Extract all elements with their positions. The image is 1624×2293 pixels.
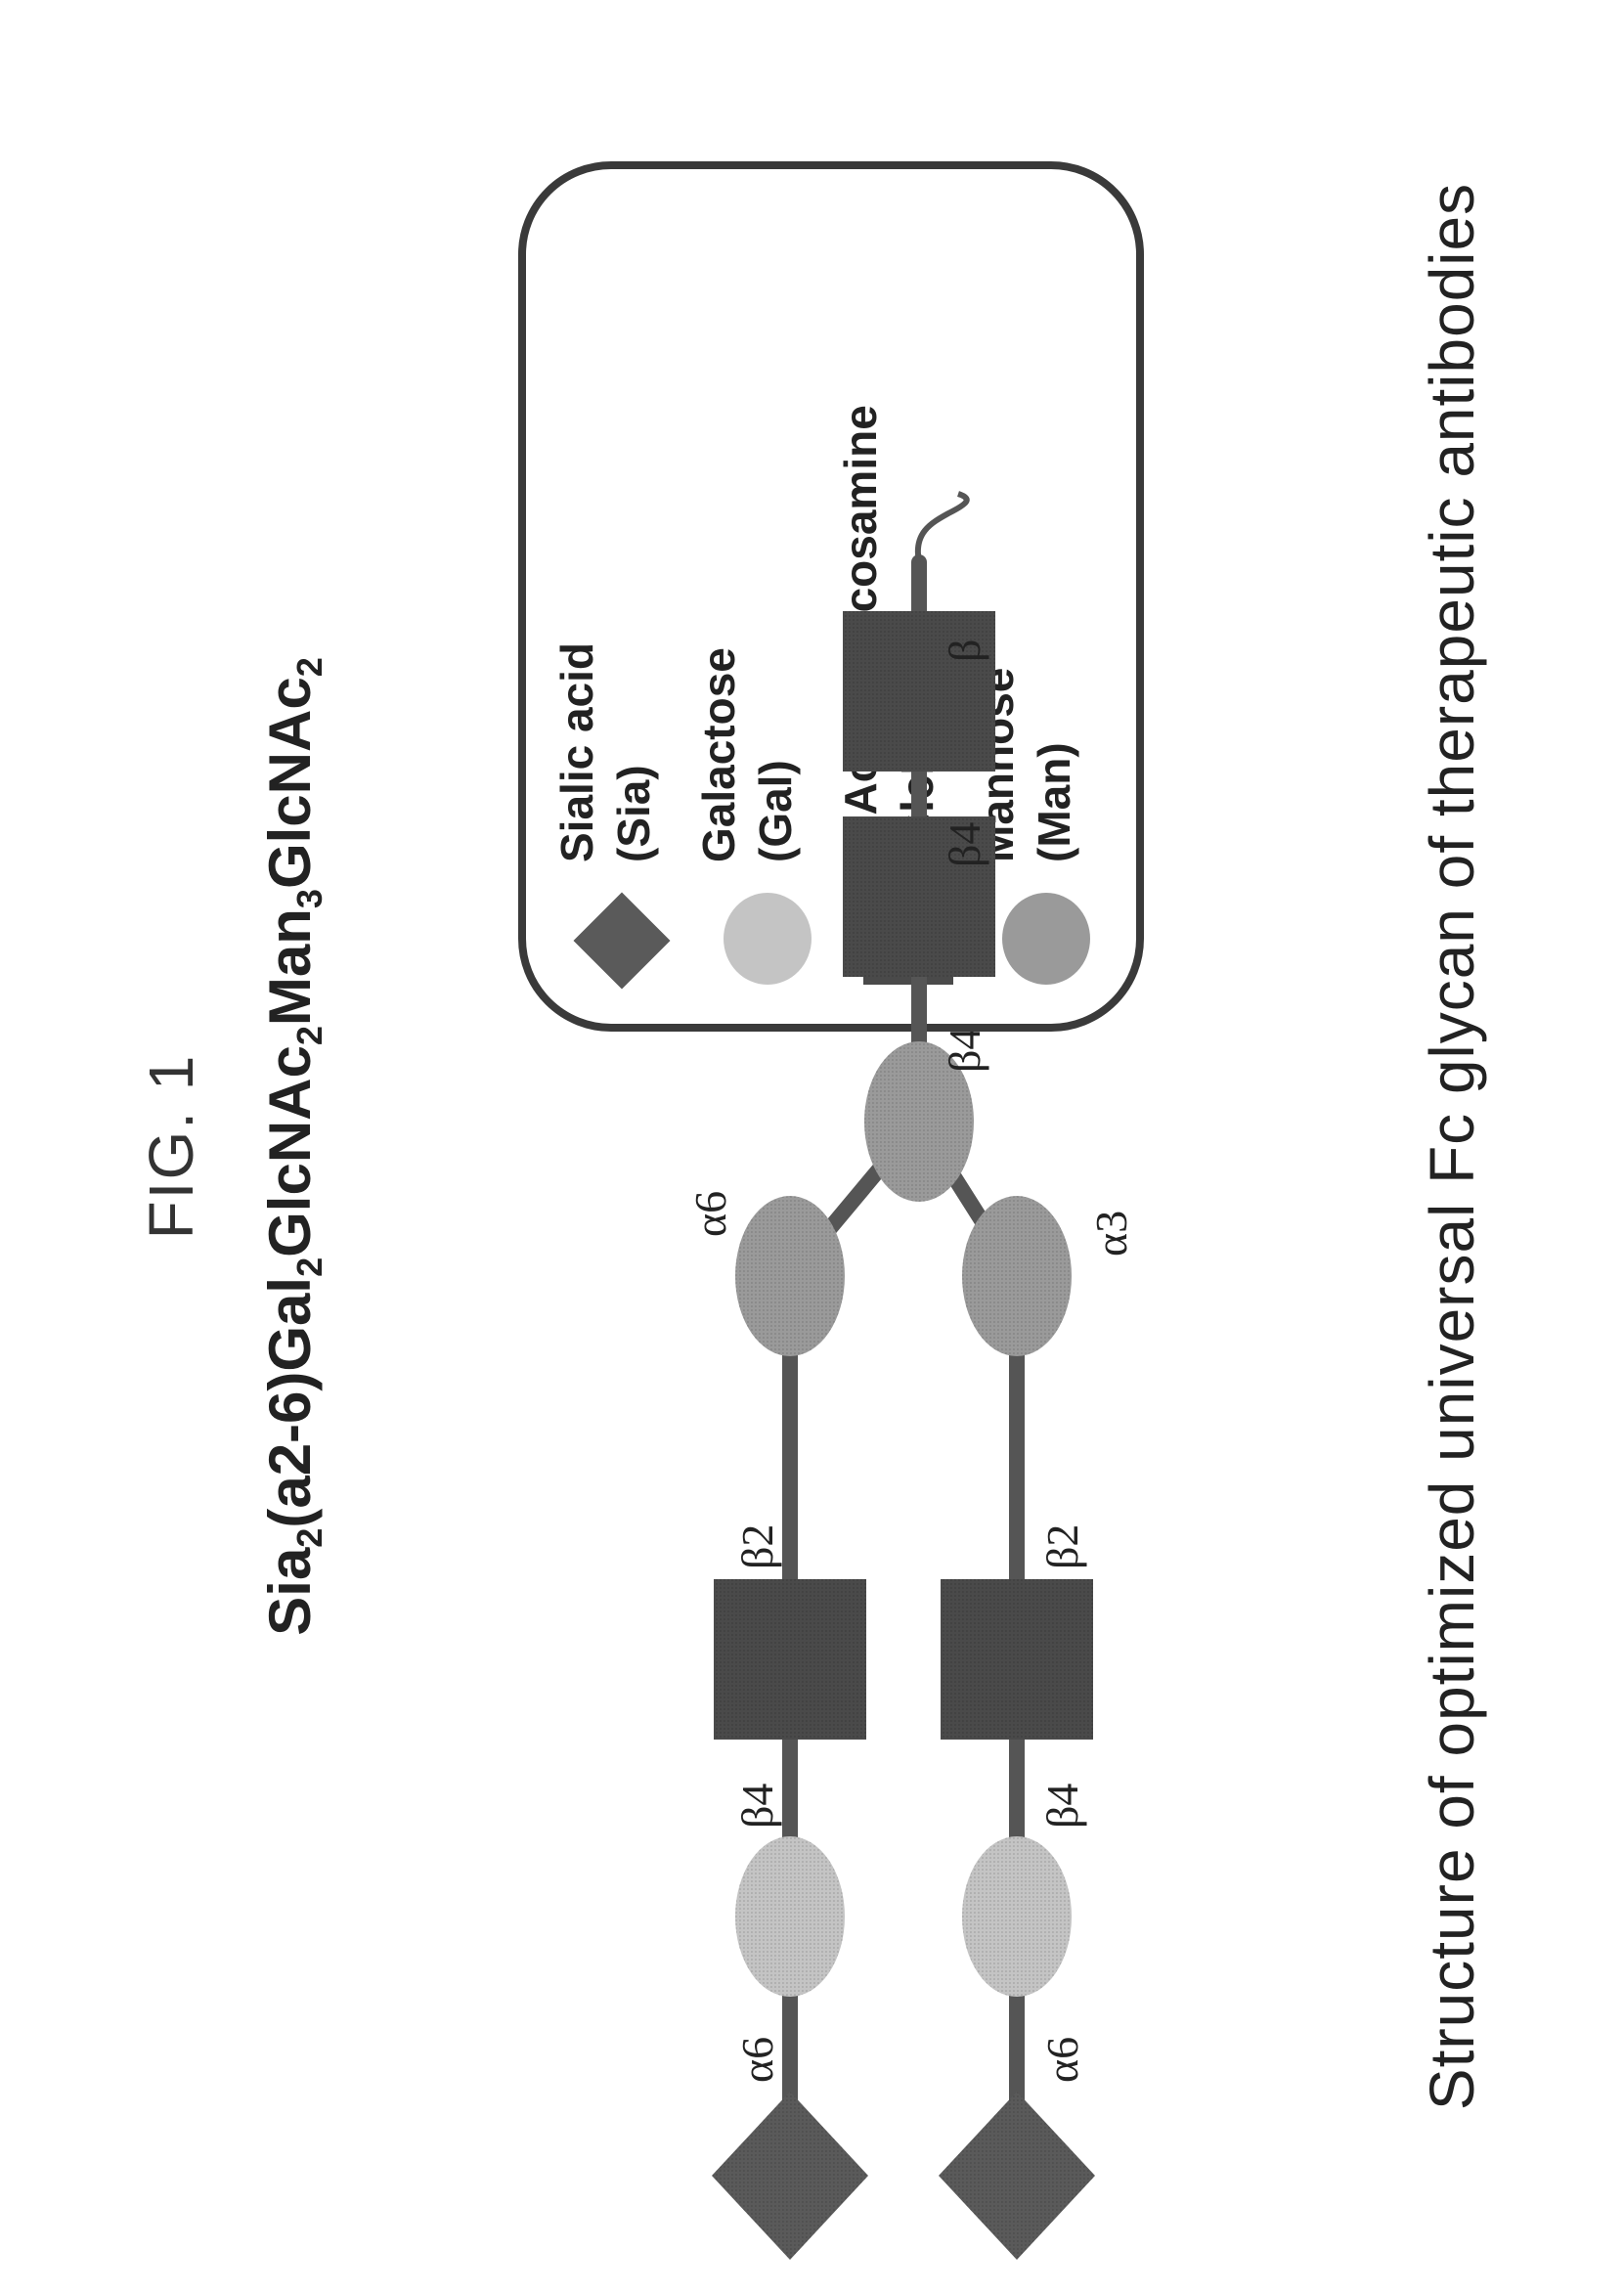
glycan-core-chain: β4 β (843, 491, 995, 1032)
linkage-label: α6 (732, 2037, 782, 2083)
galactose-residue-texture (735, 1836, 845, 1997)
legend-abbreviation: (Sia) (608, 765, 659, 862)
mannose-residue-texture (864, 1041, 974, 1202)
glcnac-residue-texture (714, 1579, 866, 1740)
linkage-label: β2 (1037, 1524, 1087, 1569)
legend-name: Sialic acid (551, 641, 602, 862)
linkage-label: β4 (940, 822, 989, 867)
formula-text: GlcNAc (257, 677, 323, 890)
linkage-label: β2 (732, 1524, 782, 1569)
sialic-acid-residue-texture (712, 2092, 868, 2260)
sialic-acid-residue-texture (939, 2092, 1095, 2260)
mannose-residue-texture (735, 1196, 845, 1356)
figure-caption: Structure of optimized universal Fc glyc… (1417, 182, 1487, 2111)
linkage-label: α6 (1037, 2037, 1087, 2083)
formula-text: Man (257, 908, 323, 1027)
protein-attachment-tail (914, 491, 970, 563)
linkage-label: α6 (685, 1191, 735, 1237)
linkage-label: β4 (732, 1784, 782, 1829)
galactose-residue-texture (962, 1836, 1072, 1997)
mannose-residue-texture (962, 1196, 1072, 1356)
legend-label: Sialic acid(Sia) (549, 642, 662, 862)
formula-subscript: 2 (289, 657, 329, 678)
linkage-label: α3 (1086, 1211, 1136, 1257)
legend-symbol-diamond (573, 892, 671, 990)
linkage-label: β4 (940, 1032, 989, 1073)
glycan-structure-diagram: α6 β4 β2 α6 α6 β4 β2 α3 β4 (685, 1032, 1136, 2260)
linkage-label: β4 (1037, 1784, 1087, 1829)
glcnac-residue-texture (843, 611, 995, 772)
linkage-label: β (940, 639, 989, 662)
glcnac-residue-texture (843, 816, 995, 977)
formula-subscript: 3 (289, 889, 329, 909)
glcnac-residue-texture (941, 1579, 1093, 1740)
